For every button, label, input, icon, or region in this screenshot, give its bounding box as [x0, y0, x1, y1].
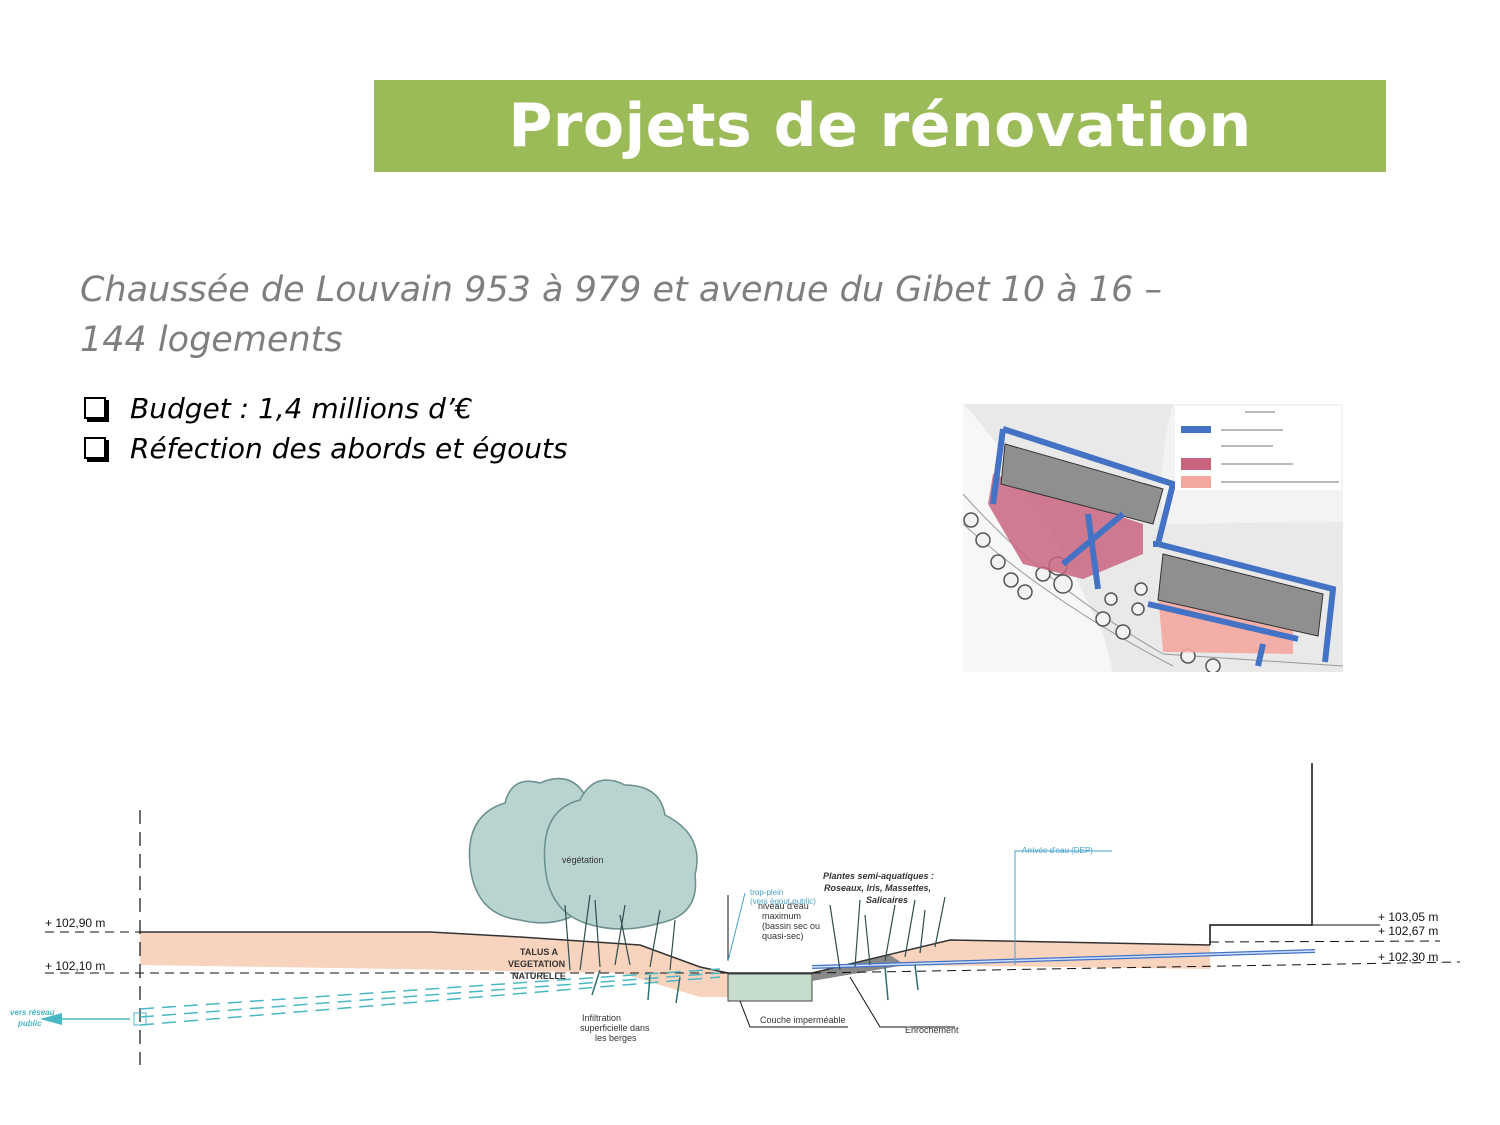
title-bar: Projets de rénovation: [374, 80, 1386, 172]
reseau-label: vers réseau: [10, 1008, 55, 1017]
level-label: + 102,10 m: [45, 959, 105, 973]
checkbox-bullet-icon: [84, 397, 106, 419]
couche-label: Couche imperméable: [760, 1015, 846, 1025]
infiltration-label: les berges: [595, 1033, 637, 1043]
bullet-item-budget: Budget : 1,4 millions d’€: [80, 388, 568, 428]
talus-label: TALUS A: [520, 947, 558, 957]
bullet-text: Budget : 1,4 millions d’€: [130, 391, 473, 425]
site-plan-image: [963, 404, 1343, 672]
niveau-label: maximum: [762, 911, 801, 921]
talus-label: NATURELLE: [512, 971, 566, 981]
infiltration-label: superficielle dans: [580, 1023, 650, 1033]
impermeable-layer: [727, 973, 813, 1002]
plants-label: Plantes semi-aquatiques :: [823, 871, 934, 881]
niveau-label: (bassin sec ou: [762, 921, 820, 931]
cross-section-diagram: + 102,90 m + 102,10 m + 103,05 m + 102,6…: [10, 763, 1461, 1065]
trop-plein-label: trop-plein: [750, 888, 783, 897]
level-label: + 103,05 m: [1378, 910, 1438, 924]
enrochement: [812, 955, 905, 981]
niveau-label: quasi-sec): [762, 931, 804, 941]
plants-label: Roseaux, Iris, Massettes,: [824, 883, 931, 893]
level-label: + 102,90 m: [45, 916, 105, 930]
vegetation-label: végétation: [562, 855, 604, 865]
level-label: + 102,67 m: [1378, 924, 1438, 938]
enrochement-label: Enrochement: [905, 1025, 959, 1035]
reseau-label: public: [17, 1019, 42, 1028]
bullet-list: Budget : 1,4 millions d’€ Réfection des …: [80, 388, 568, 468]
level-label: + 102,30 m: [1378, 950, 1438, 964]
trop-plein-label: (vers égout public): [750, 897, 816, 906]
page-title: Projets de rénovation: [508, 91, 1252, 161]
checkbox-bullet-icon: [84, 437, 106, 459]
soil-layer-left: [140, 932, 728, 997]
project-address: Chaussée de Louvain 953 à 979 et avenue …: [80, 270, 1162, 360]
bullet-text: Réfection des abords et égouts: [130, 431, 568, 465]
arrivee-label: Arrivée d'eau (DEP): [1022, 846, 1093, 855]
niveau-label: niveau d'eau: [758, 901, 809, 911]
bullet-item-works: Réfection des abords et égouts: [80, 428, 568, 468]
talus-label: VEGETATION: [508, 959, 565, 969]
infiltration-label: Infiltration: [582, 1013, 621, 1023]
plants-label: Salicaires: [866, 895, 908, 905]
